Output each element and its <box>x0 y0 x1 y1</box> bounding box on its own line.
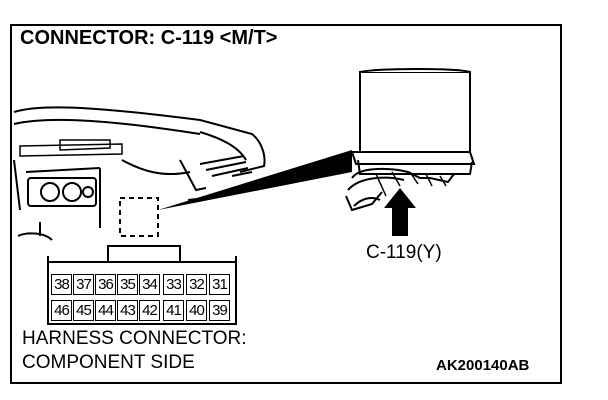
caption-line-1: HARNESS CONNECTOR: <box>22 328 247 349</box>
pin-cell: 32 <box>186 274 207 295</box>
connector-title: CONNECTOR: C-119 <M/T> <box>20 27 278 49</box>
dashboard-drawing <box>13 106 266 241</box>
pin-cell: 39 <box>209 300 230 321</box>
caption-line-2: COMPONENT SIDE <box>22 352 195 373</box>
pin-cell: 41 <box>163 300 184 321</box>
pin-cell: 43 <box>117 300 138 321</box>
harness-connector-housing <box>47 245 237 325</box>
pin-cell: 42 <box>139 300 160 321</box>
pin-cell: 37 <box>73 274 94 295</box>
pin-cell: 31 <box>209 274 230 295</box>
pin-cell: 46 <box>51 300 72 321</box>
pin-cell: 35 <box>117 274 138 295</box>
pin-cell: 34 <box>139 274 160 295</box>
connector-callout-label: C-119(Y) <box>366 242 442 263</box>
pin-cell: 44 <box>95 300 116 321</box>
figure-code: AK200140AB <box>436 357 530 374</box>
connector-pointer-arrow <box>384 188 416 236</box>
ecu-location-marker <box>119 197 159 237</box>
pin-cell: 36 <box>95 274 116 295</box>
pin-cell: 45 <box>73 300 94 321</box>
ecu-module-drawing <box>345 68 476 212</box>
pin-cell: 38 <box>51 274 72 295</box>
pin-cell: 33 <box>163 274 184 295</box>
pin-cell: 40 <box>186 300 207 321</box>
leader-wedge <box>158 150 352 210</box>
